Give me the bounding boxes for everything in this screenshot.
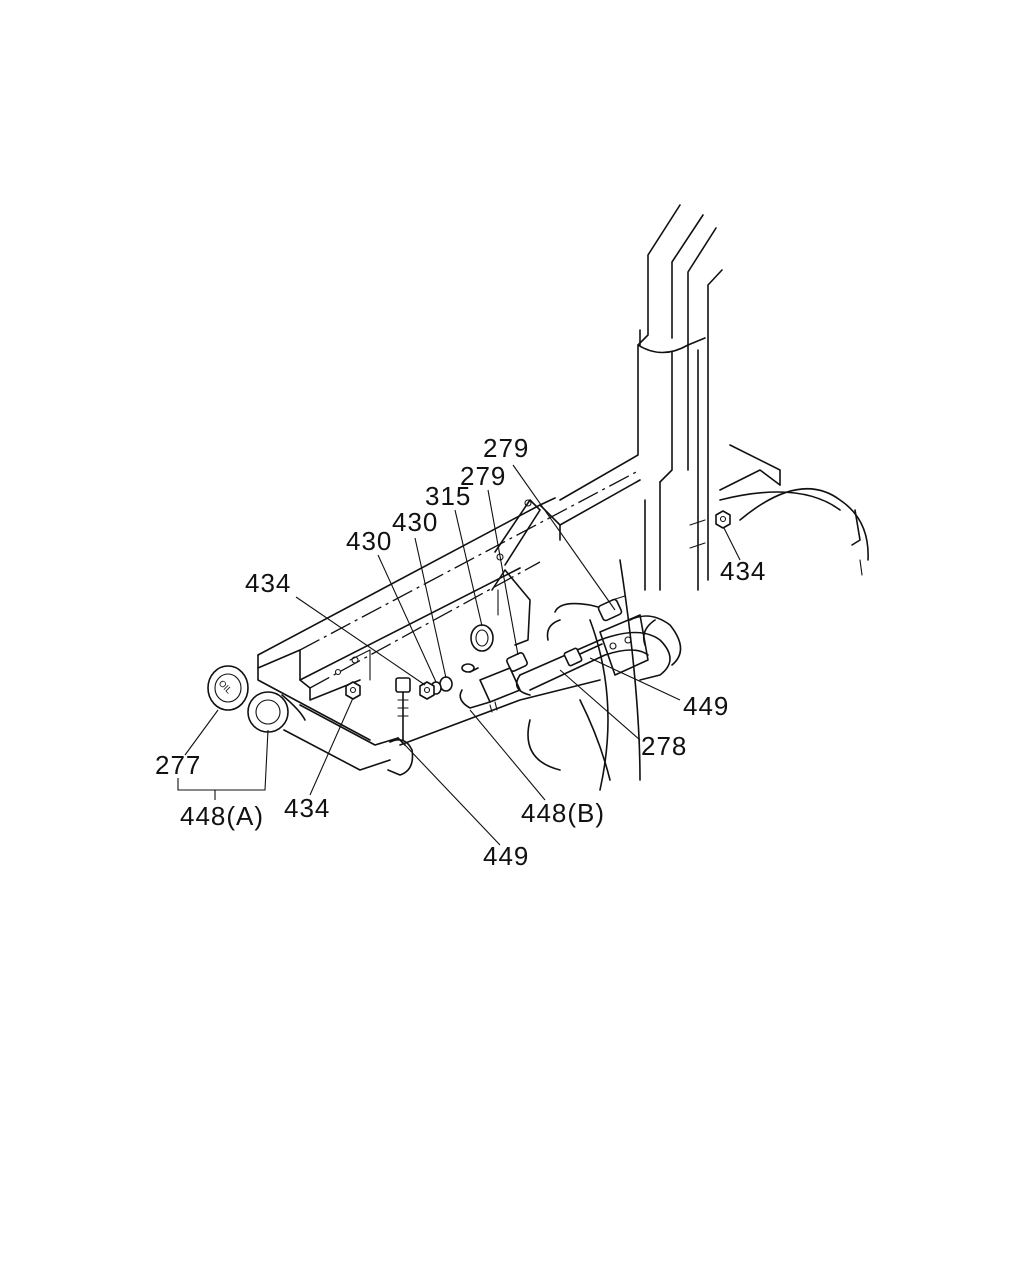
callout-labels: 279 279 315 430 430 434 434 434 449 449 … — [155, 433, 766, 871]
label-448b: 448(B) — [521, 798, 605, 828]
label-430-left: 430 — [346, 526, 392, 556]
flywheel-housing — [589, 487, 869, 791]
label-449-right: 449 — [683, 691, 729, 721]
label-434-lower: 434 — [284, 793, 330, 823]
pipe-448a — [247, 691, 414, 776]
label-277: 277 — [155, 750, 201, 780]
bracket — [491, 499, 541, 646]
label-430-right: 430 — [392, 507, 438, 537]
label-279-upper: 279 — [483, 433, 529, 463]
gasket-315 — [470, 624, 494, 652]
nut-434 — [345, 510, 731, 700]
label-449-lower: 449 — [483, 841, 529, 871]
bolt-449 — [395, 643, 603, 741]
label-434-right: 434 — [720, 556, 766, 586]
label-315: 315 — [425, 481, 471, 511]
label-434-upper: 434 — [245, 568, 291, 598]
pipe-448b — [459, 595, 682, 713]
oil-filler-cap: OIL — [207, 665, 249, 711]
label-279-lower: 279 — [460, 461, 506, 491]
leader-lines — [177, 464, 741, 846]
frame-member — [257, 444, 781, 781]
label-448a: 448(A) — [180, 801, 264, 831]
filler-tube — [559, 204, 723, 591]
label-278: 278 — [641, 731, 687, 761]
